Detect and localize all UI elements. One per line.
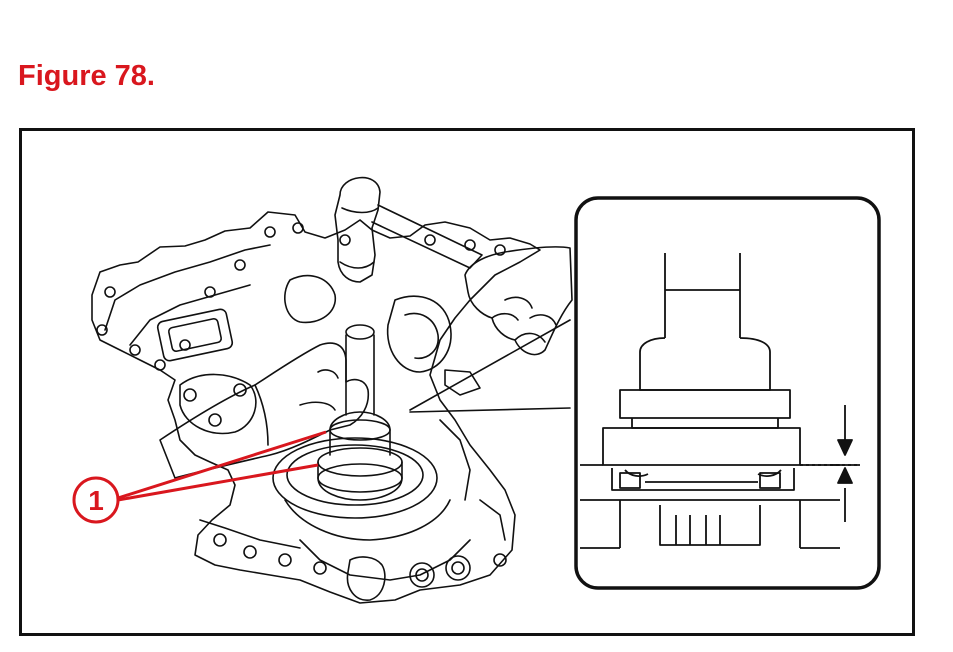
seal-installer-tool [317,461,403,501]
figure-title: Figure 78. [18,60,155,92]
engine-cover [91,211,541,604]
hammer-head [334,176,381,283]
callout-circle [72,476,120,524]
inset-detail [574,196,881,590]
callout-1: 1 [72,430,327,524]
callout-number: 1 [88,485,104,516]
